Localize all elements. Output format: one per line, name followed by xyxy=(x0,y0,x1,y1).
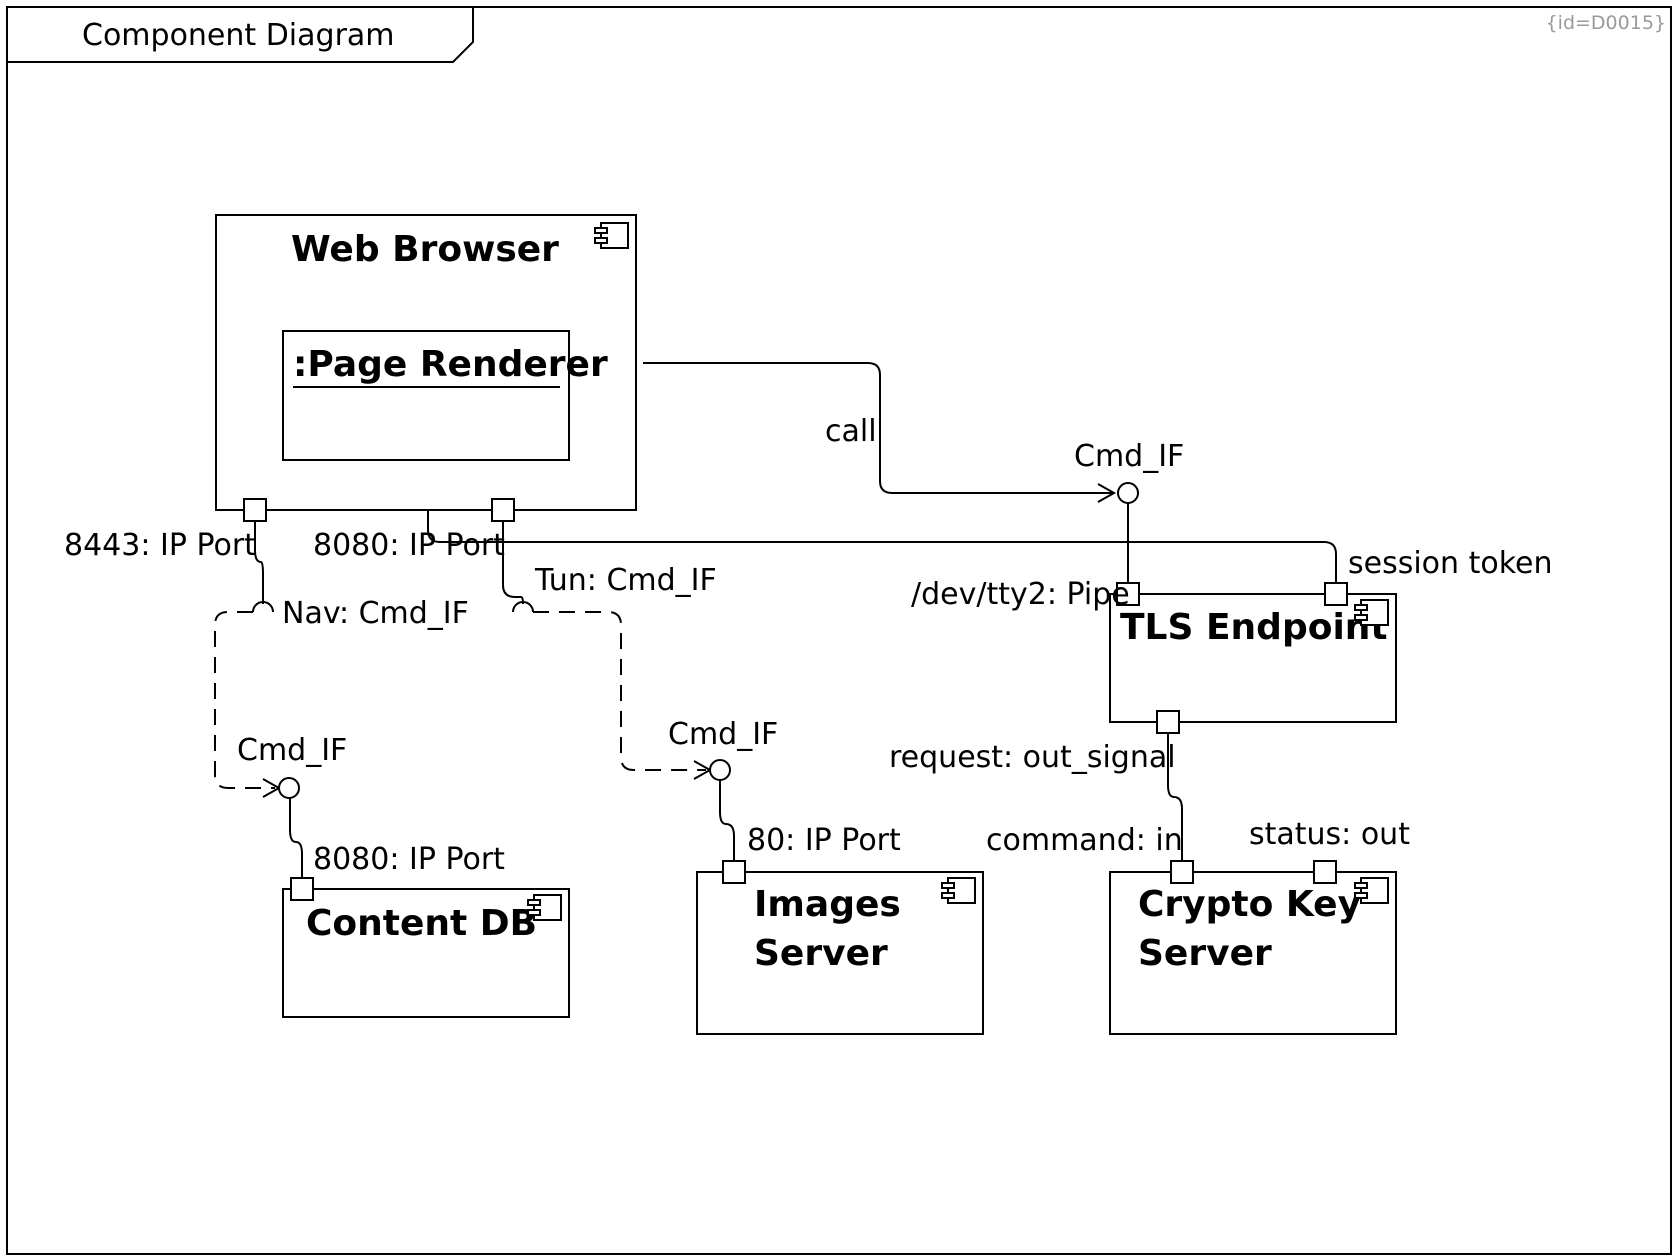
crypto-key-server-title-line1: Crypto Key xyxy=(1138,884,1361,925)
frame-title: Component Diagram xyxy=(82,18,395,53)
nav-cmd-if-label: Nav: Cmd_IF xyxy=(282,596,469,631)
port-dev-tty2-pipe[interactable] xyxy=(1116,582,1140,606)
images-cmd-if-stem xyxy=(719,780,735,866)
db-cmd-if-lollipop-icon xyxy=(278,777,300,799)
port-8080-browser-label: 8080: IP Port xyxy=(313,528,505,563)
frame-title-tab xyxy=(7,7,474,63)
frame-id-label: {id=D0015} xyxy=(1546,12,1666,34)
db-port-8080-label: 8080: IP Port xyxy=(313,842,505,877)
db-cmd-if-label: Cmd_IF xyxy=(237,733,347,768)
request-out-signal-label: request: out_signal xyxy=(889,740,1176,775)
port-request[interactable] xyxy=(1156,710,1180,734)
tun-socket-icon xyxy=(512,601,534,613)
port-8443-label: 8443: IP Port xyxy=(64,528,256,563)
images-cmd-if-lollipop-icon xyxy=(709,759,731,781)
content-db-title: Content DB xyxy=(306,903,537,944)
images-server-component[interactable]: Images Server xyxy=(696,871,984,1035)
tun-cmd-if-label: Tun: Cmd_IF xyxy=(534,563,717,598)
nav-dependency-arrowhead xyxy=(262,778,282,798)
port-8443[interactable] xyxy=(243,498,267,522)
port-status[interactable] xyxy=(1313,860,1337,884)
dev-tty2-pipe-label: /dev/tty2: Pipe xyxy=(911,577,1130,612)
tls-cmd-if-lollipop-icon xyxy=(1117,482,1139,504)
nav-dependency-line xyxy=(214,611,275,789)
page-renderer-title: :Page Renderer xyxy=(293,344,608,385)
tls-endpoint-title: TLS Endpoint xyxy=(1120,607,1388,648)
call-connector xyxy=(643,362,1113,494)
web-browser-title: Web Browser xyxy=(291,229,559,270)
call-label: call xyxy=(825,414,877,449)
tls-cmd-if-label: Cmd_IF xyxy=(1074,439,1184,474)
images-server-title-line2: Server xyxy=(754,933,888,974)
images-port-80-label: 80: IP Port xyxy=(747,823,901,858)
tls-endpoint-component[interactable]: TLS Endpoint xyxy=(1109,593,1397,723)
crypto-key-server-box xyxy=(1109,871,1397,1035)
page-renderer-part[interactable]: :Page Renderer xyxy=(282,330,608,461)
port-session-token[interactable] xyxy=(1324,582,1348,606)
session-token-label: session token xyxy=(1348,546,1552,581)
content-db-box xyxy=(282,888,570,1018)
tun-dependency-line xyxy=(533,611,706,771)
call-arrowhead xyxy=(1097,483,1117,503)
nav-connector xyxy=(254,521,264,604)
port-80[interactable] xyxy=(722,860,746,884)
db-cmd-if-stem xyxy=(289,798,303,884)
crypto-key-server-title-line2: Server xyxy=(1138,933,1272,974)
status-out-label: status: out xyxy=(1249,817,1410,852)
tls-endpoint-box xyxy=(1109,593,1397,723)
crypto-key-server-component[interactable]: Crypto Key Server xyxy=(1109,871,1397,1035)
images-server-box xyxy=(696,871,984,1035)
command-in-label: command: in xyxy=(986,823,1183,858)
request-command-connector xyxy=(1167,733,1183,866)
diagram-frame xyxy=(6,6,1672,1255)
port-8080-db[interactable] xyxy=(290,877,314,901)
port-8080-browser[interactable] xyxy=(491,498,515,522)
port-command[interactable] xyxy=(1170,860,1194,884)
page-renderer-box xyxy=(282,330,570,461)
nav-socket-icon xyxy=(252,601,274,613)
images-server-title-line1: Images xyxy=(754,884,901,925)
tun-connector xyxy=(502,521,524,605)
images-cmd-if-label: Cmd_IF xyxy=(668,717,778,752)
session-token-connector xyxy=(427,465,1337,583)
content-db-component[interactable]: Content DB xyxy=(282,888,570,1018)
